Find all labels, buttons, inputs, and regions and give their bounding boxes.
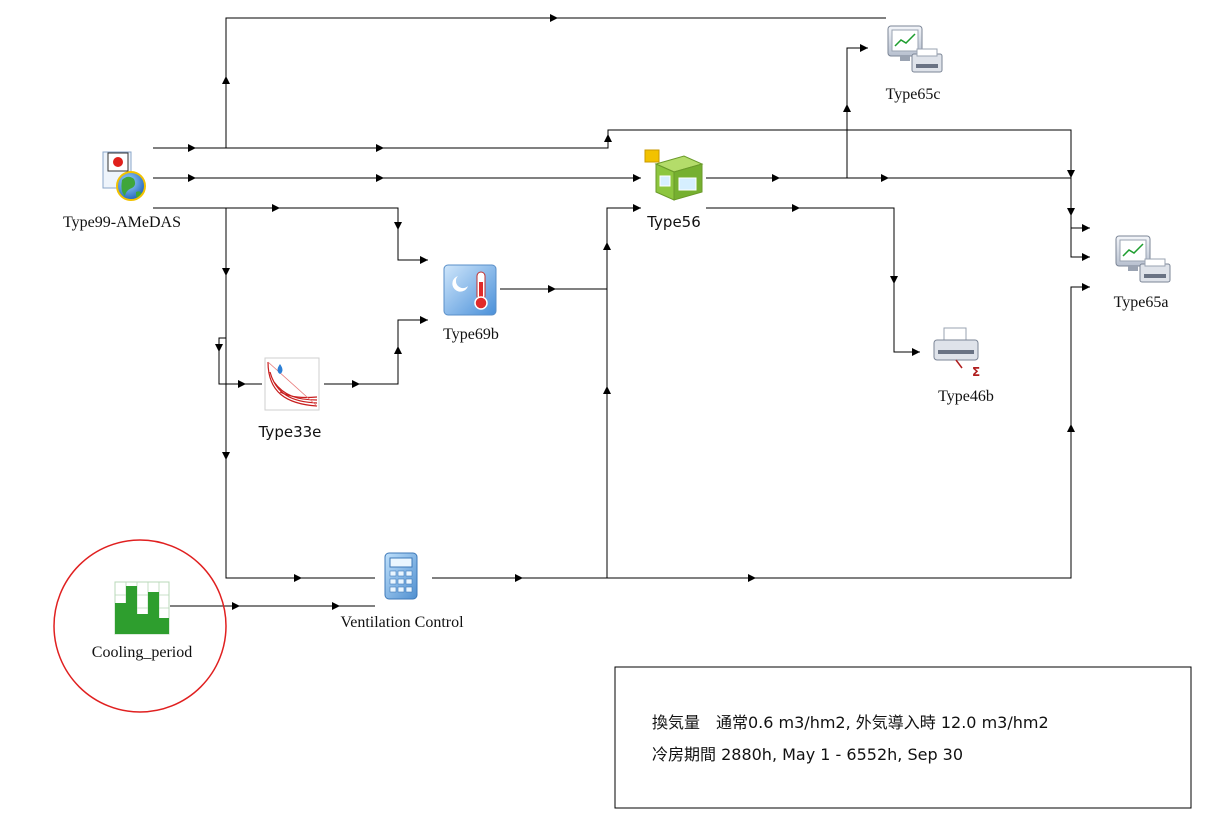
- note-line-1: 換気量 通常0.6 m3/hm2, 外気導入時 12.0 m3/hm2: [652, 713, 1049, 732]
- arrowhead: [222, 268, 230, 276]
- arrowhead: [215, 344, 223, 352]
- note-line-2: 冷房期間 2880h, May 1 - 6552h, Sep 30: [652, 745, 963, 764]
- arrowhead: [1082, 253, 1090, 261]
- arrowhead: [188, 174, 196, 182]
- wire-type99-top-to-type65c[interactable]: [225, 17, 886, 148]
- arrowhead: [1067, 170, 1075, 178]
- wire-type56-to-type46b[interactable]: [706, 207, 920, 353]
- schedule-bar-chart-icon: [114, 581, 170, 635]
- arrowhead: [420, 256, 428, 264]
- wire-type69b-to-type56[interactable]: [500, 207, 641, 290]
- wire-type99-to-type69b[interactable]: [153, 207, 428, 261]
- calculator-icon: [384, 552, 418, 600]
- arrowhead: [222, 76, 230, 84]
- component-label: Type69b: [443, 326, 499, 343]
- component-type46b[interactable]: Σ Type46b: [933, 327, 994, 405]
- arrowhead: [420, 316, 428, 324]
- component-ventilation-control[interactable]: Ventilation Control: [340, 552, 464, 631]
- arrowhead: [238, 380, 246, 388]
- arrowhead: [603, 242, 611, 250]
- highlight-circle: [53, 539, 227, 713]
- arrowhead: [376, 144, 384, 152]
- component-label: Cooling_period: [92, 644, 192, 661]
- arrowhead: [843, 104, 851, 112]
- arrowhead: [394, 222, 402, 230]
- wire-type99-to-type65a-upper[interactable]: [153, 129, 1090, 229]
- component-type69b[interactable]: Type69b: [443, 264, 499, 343]
- component-label: Type46b: [938, 388, 994, 405]
- component-type65a[interactable]: Type65a: [1114, 235, 1171, 311]
- wire-type33e-to-type69b[interactable]: [324, 319, 428, 385]
- component-type99-amedas[interactable]: Type99-AMeDAS: [63, 151, 181, 231]
- wire-ventilation-to-type56-and-type65a[interactable]: [432, 286, 1090, 579]
- arrowhead: [772, 174, 780, 182]
- component-label: Type56: [646, 213, 701, 231]
- component-type65c[interactable]: Type65c: [886, 25, 943, 103]
- arrowhead: [394, 346, 402, 354]
- component-type56[interactable]: Type56: [644, 149, 704, 231]
- arrowhead: [912, 348, 920, 356]
- arrowhead: [792, 204, 800, 212]
- arrowhead: [1082, 224, 1090, 232]
- arrowhead: [1067, 208, 1075, 216]
- arrowhead: [272, 204, 280, 212]
- wire-type99-down-to-ventilation[interactable]: [225, 208, 375, 579]
- weather-data-globe-icon: [102, 151, 146, 201]
- component-label: Type65c: [886, 86, 941, 103]
- component-label: Ventilation Control: [340, 614, 464, 631]
- printer-integrator-icon: Σ: [933, 327, 980, 379]
- arrowhead: [603, 386, 611, 394]
- sky-temperature-thermometer-icon: [443, 264, 497, 316]
- arrowhead: [860, 44, 868, 52]
- arrowhead: [222, 452, 230, 460]
- arrowhead: [352, 380, 360, 388]
- wire-type56-to-type65c[interactable]: [846, 47, 868, 178]
- online-plotter-monitor-icon: [887, 25, 943, 73]
- component-label: Type99-AMeDAS: [63, 214, 181, 231]
- component-cooling-period[interactable]: Cooling_period: [92, 581, 192, 661]
- component-label: Type65a: [1114, 294, 1169, 311]
- wire-type56-to-type65a[interactable]: [706, 177, 1090, 258]
- psychrometric-chart-icon: [264, 357, 320, 411]
- arrowhead: [890, 276, 898, 284]
- building-zone-icon: [644, 149, 704, 201]
- online-plotter-monitor-icon: [1115, 235, 1171, 283]
- arrowhead: [881, 174, 889, 182]
- arrowhead: [232, 602, 240, 610]
- arrowhead: [376, 174, 384, 182]
- component-type33e[interactable]: Type33e: [258, 357, 322, 441]
- arrowhead: [548, 285, 556, 293]
- arrowhead: [633, 174, 641, 182]
- component-label: Type33e: [258, 423, 322, 441]
- note-box[interactable]: 換気量 通常0.6 m3/hm2, 外気導入時 12.0 m3/hm2 冷房期間…: [614, 666, 1192, 809]
- arrowhead: [332, 602, 340, 610]
- arrowhead: [604, 134, 612, 142]
- arrowhead: [633, 204, 641, 212]
- wire-arrowheads: [188, 14, 1090, 610]
- connection-wires: [153, 17, 1090, 607]
- arrowhead: [515, 574, 523, 582]
- wire-type99-to-type33e[interactable]: [218, 337, 262, 385]
- arrowhead: [550, 14, 558, 22]
- svg-text:Σ: Σ: [972, 365, 980, 379]
- arrowhead: [1082, 283, 1090, 291]
- arrowhead: [748, 574, 756, 582]
- arrowhead: [1067, 424, 1075, 432]
- arrowhead: [294, 574, 302, 582]
- arrowhead: [188, 144, 196, 152]
